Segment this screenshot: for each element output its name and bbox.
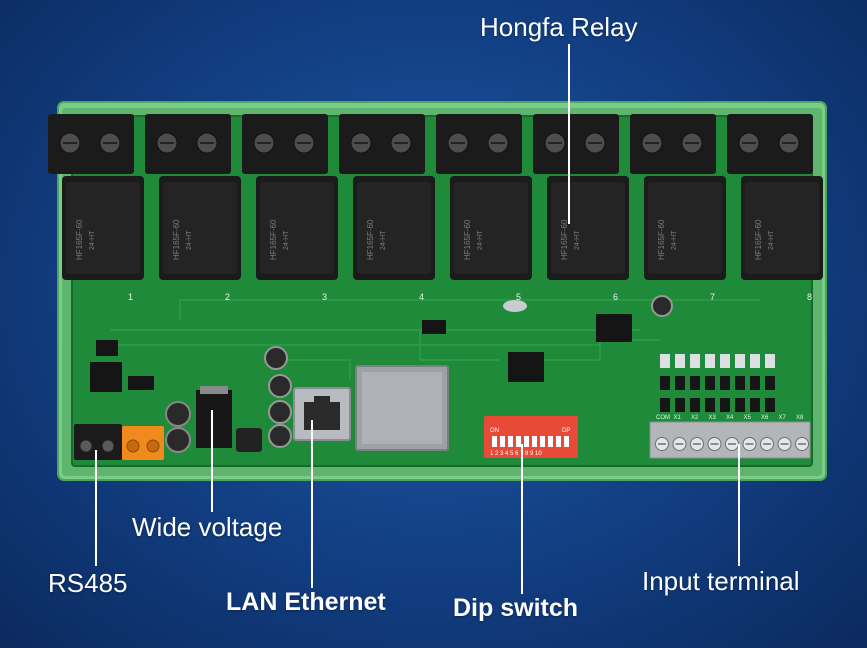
- dip-on-label: ON: [490, 428, 499, 434]
- input-component: [735, 354, 745, 368]
- relay-coil-text: 24-HT: [186, 230, 193, 250]
- input-leader-line: [738, 444, 740, 566]
- dip-key: [516, 436, 521, 447]
- rs485-callout: RS485: [48, 568, 128, 598]
- input-component: [765, 354, 775, 368]
- relay-model-text: HF165F-60: [754, 219, 763, 260]
- relay-coil-text: 24-HT: [574, 230, 581, 250]
- input-component: [750, 354, 760, 368]
- input-label: X7: [779, 415, 787, 421]
- input-label: X8: [796, 415, 804, 421]
- relay-row: HF165F-60 24-HT HF165F-60 24-HT HF165F-60 24-…: [48, 114, 823, 280]
- relay-callout: Hongfa Relay: [480, 12, 638, 42]
- lan-leader-line: [311, 420, 313, 588]
- relay-channel: HF165F-60 24-HT: [242, 114, 338, 280]
- input-label: X3: [709, 415, 717, 421]
- relay-number: 6: [613, 292, 618, 302]
- rs485-leader-line: [95, 450, 97, 566]
- input-component: [660, 376, 670, 390]
- dip-dp-label: DP: [562, 428, 570, 434]
- voltage-regulator: [196, 390, 232, 448]
- dip-switch: [484, 416, 578, 458]
- dip-callout: Dip switch: [453, 594, 579, 622]
- relay-number: 1: [128, 292, 133, 302]
- dip-key: [508, 436, 513, 447]
- relay-leader-line: [568, 44, 570, 224]
- dip-key: [556, 436, 561, 447]
- input-component: [690, 376, 700, 390]
- relay-coil-text: 24-HT: [768, 230, 775, 250]
- relay-coil-text: 24-HT: [380, 230, 387, 250]
- input-component: [765, 398, 775, 412]
- input-component: [675, 376, 685, 390]
- input-component: [720, 376, 730, 390]
- dip-key: [500, 436, 505, 447]
- input-component: [690, 354, 700, 368]
- relay-channel: HF165F-60 24-HT: [339, 114, 435, 280]
- relay-number: 3: [322, 292, 327, 302]
- lan-callout: LAN Ethernet: [226, 588, 386, 616]
- dip-key: [532, 436, 537, 447]
- relay-channel: HF165F-60 24-HT: [533, 114, 629, 280]
- relay-number: 5: [516, 292, 521, 302]
- relay-coil-text: 24-HT: [671, 230, 678, 250]
- input-component: [705, 354, 715, 368]
- relay-channel: HF165F-60 24-HT: [436, 114, 532, 280]
- relay-model-text: HF165F-60: [463, 219, 472, 260]
- wide-voltage-callout: Wide voltage: [132, 512, 283, 542]
- input-label: X1: [674, 415, 682, 421]
- input-component: [750, 398, 760, 412]
- input-component: [660, 354, 670, 368]
- input-component: [660, 398, 670, 412]
- relay-model-text: HF165F-60: [172, 219, 181, 260]
- input-component: [705, 398, 715, 412]
- dip-key: [524, 436, 529, 447]
- input-callout: Input terminal: [642, 566, 800, 596]
- relay-model-text: HF165F-60: [269, 219, 278, 260]
- input-component: [675, 398, 685, 412]
- input-component: [735, 376, 745, 390]
- relay-number: 2: [225, 292, 230, 302]
- microcontroller: [508, 352, 544, 382]
- input-component: [690, 398, 700, 412]
- relay-model-text: HF165F-60: [657, 219, 666, 260]
- relay-coil-text: 24-HT: [477, 230, 484, 250]
- dip-key: [540, 436, 545, 447]
- relay-model-text: HF165F-60: [560, 219, 569, 260]
- input-component: [735, 398, 745, 412]
- input-component: [720, 398, 730, 412]
- input-label: X6: [761, 415, 769, 421]
- inductor: [236, 428, 262, 452]
- input-component: [720, 354, 730, 368]
- relay-number: 8: [807, 292, 812, 302]
- relay-channel: HF165F-60 24-HT: [145, 114, 241, 280]
- input-component: [750, 376, 760, 390]
- relay-coil-text: 24-HT: [89, 230, 96, 250]
- dip-key: [548, 436, 553, 447]
- dip-numbers-label: 1 2 3 4 5 6 7 8 9 10: [490, 451, 542, 457]
- dip-leader-line: [521, 444, 523, 594]
- input-label: X4: [726, 415, 734, 421]
- dip-key: [492, 436, 497, 447]
- relay-model-text: HF165F-60: [366, 219, 375, 260]
- input-component: [675, 354, 685, 368]
- dip-key: [564, 436, 569, 447]
- relay-channel: HF165F-60 24-HT: [630, 114, 726, 280]
- relay-channel: HF165F-60 24-HT: [48, 114, 144, 280]
- relay-channel: HF165F-60 24-HT: [727, 114, 823, 280]
- input-component: [705, 376, 715, 390]
- wide-voltage-leader-line: [211, 410, 213, 512]
- input-label: X5: [744, 415, 752, 421]
- relay-number: 4: [419, 292, 424, 302]
- relay-number: 7: [710, 292, 715, 302]
- input-label: X2: [691, 415, 699, 421]
- input-label: COM: [656, 415, 670, 421]
- relay-coil-text: 24-HT: [283, 230, 290, 250]
- input-component: [765, 376, 775, 390]
- relay-model-text: HF165F-60: [75, 219, 84, 260]
